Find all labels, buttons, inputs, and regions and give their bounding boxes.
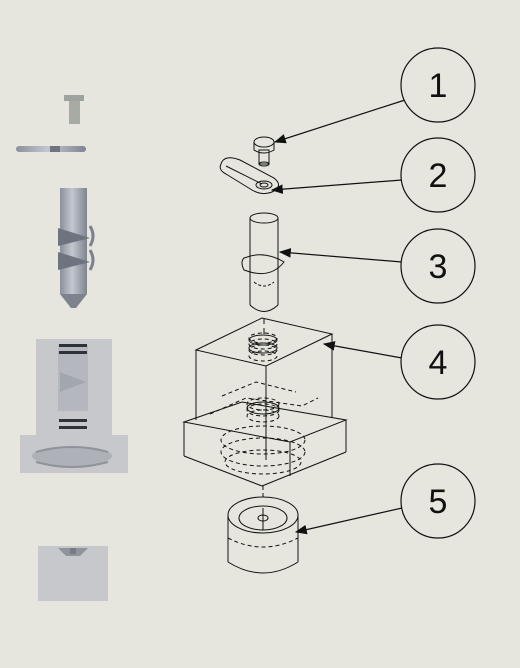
- leader-2: [270, 179, 403, 194]
- part-4-block: [182, 317, 348, 500]
- shaded-plate: [16, 146, 86, 152]
- shaded-nozzle: [58, 188, 95, 308]
- shaded-cap: [38, 546, 108, 601]
- balloon-5-label: 5: [429, 483, 448, 521]
- balloon-3: 3: [400, 228, 476, 304]
- leader-3: [278, 248, 403, 263]
- leader-4: [322, 341, 403, 359]
- part-3-nozzle: [241, 212, 285, 336]
- shaded-housing: [20, 339, 128, 473]
- callout-leaders: [270, 99, 406, 535]
- balloon-4-label: 4: [429, 344, 448, 382]
- part-1-screw: [253, 136, 275, 167]
- part-5-cap: [227, 496, 299, 574]
- leader-5: [294, 507, 403, 535]
- balloon-3-label: 3: [429, 248, 448, 286]
- leader-1: [273, 99, 406, 144]
- balloon-1: 1: [400, 47, 476, 123]
- wireframe-exploded-view: [182, 136, 348, 574]
- balloon-5: 5: [400, 463, 476, 539]
- part-2-clip: [219, 157, 279, 195]
- shaded-exploded-view: [16, 95, 128, 601]
- balloon-2: 2: [400, 137, 476, 213]
- shaded-pin: [64, 95, 84, 124]
- balloon-1-label: 1: [429, 67, 448, 105]
- balloon-4: 4: [400, 324, 476, 400]
- balloon-2-label: 2: [429, 157, 448, 195]
